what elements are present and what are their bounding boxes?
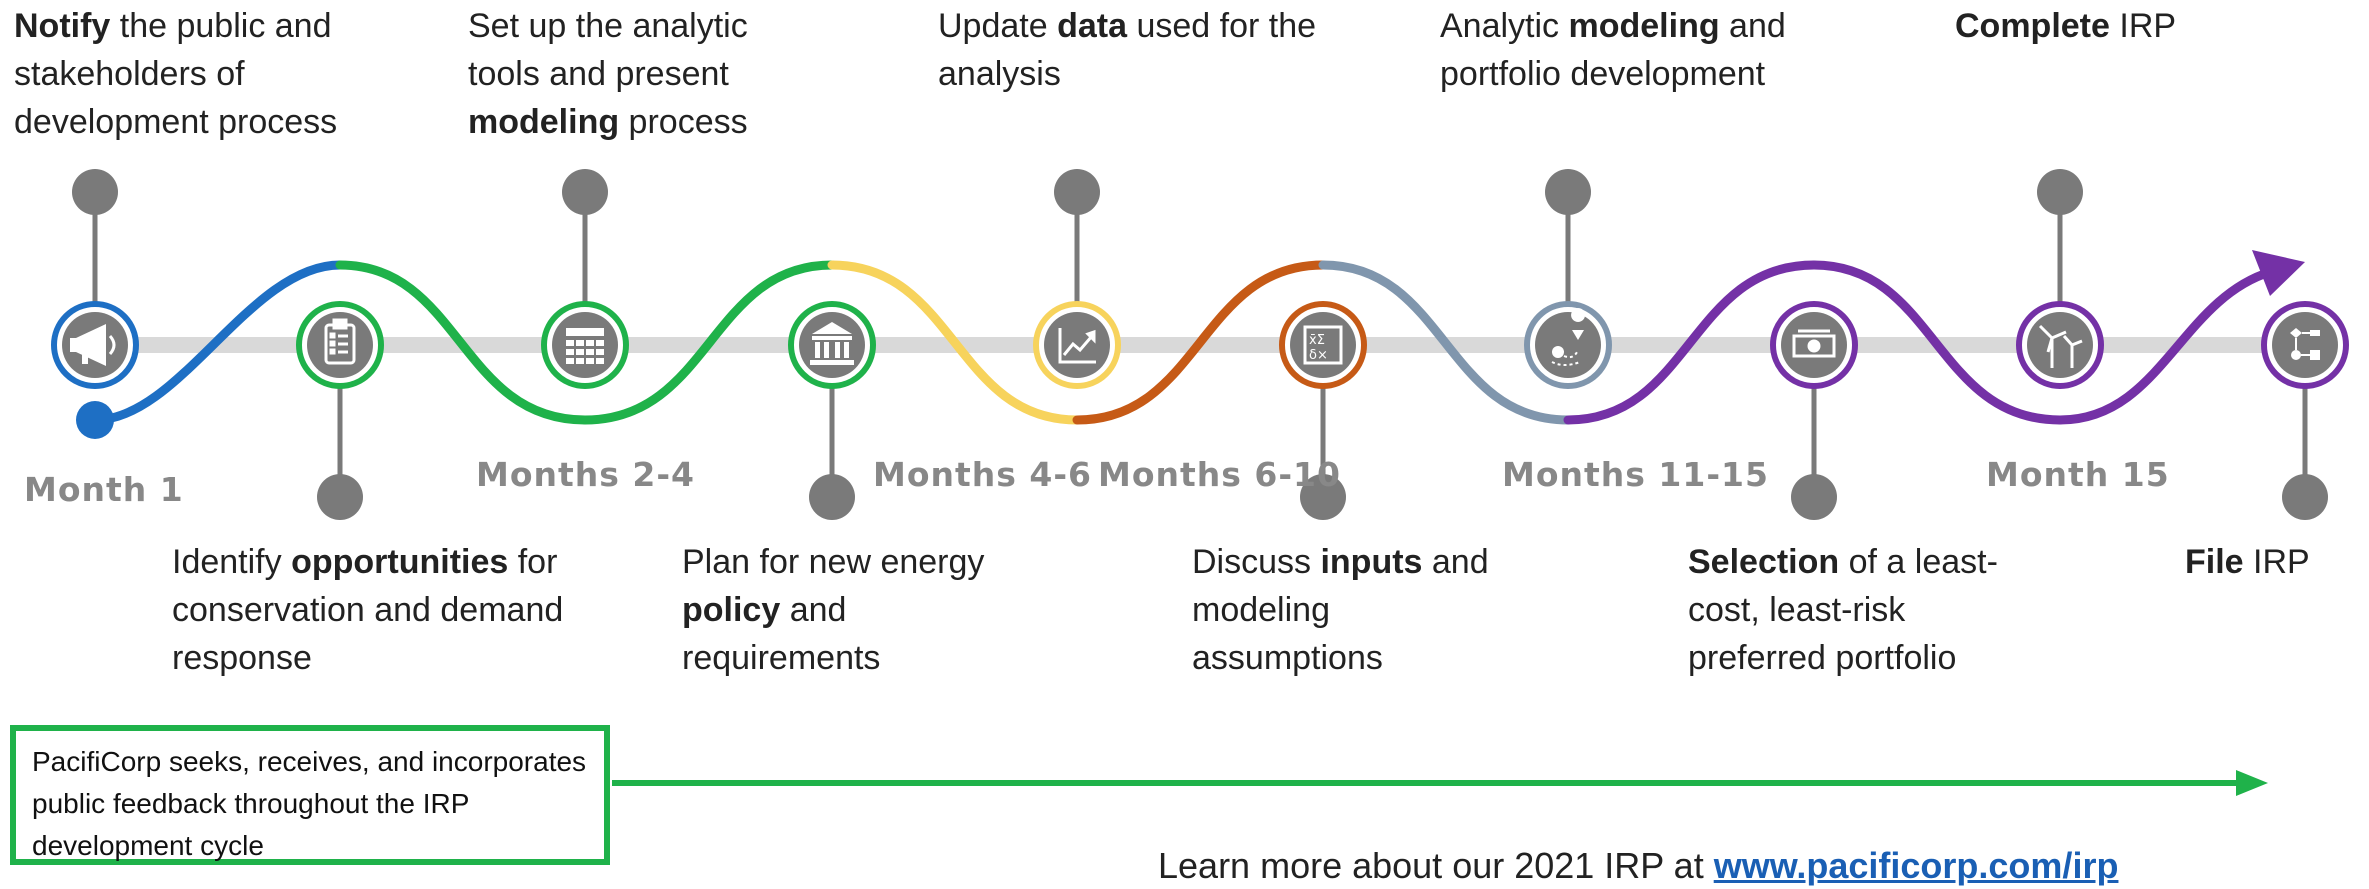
feedback-text: PacifiCorp seeks, receives, and incorpor… — [32, 746, 587, 861]
wave-purple-2 — [1809, 260, 2065, 425]
government-building-icon — [810, 322, 854, 365]
step-6-label: Discuss inputs and modeling assumptions — [1192, 543, 1489, 677]
step-10-label: File IRP — [2185, 543, 2310, 581]
node-7 — [1524, 301, 1612, 389]
svg-text:δ×: δ× — [1309, 348, 1328, 363]
node-5 — [1033, 301, 1121, 389]
node-4 — [788, 301, 876, 389]
wind-turbine-icon — [2038, 324, 2083, 368]
wave-purple-3 — [2055, 267, 2275, 425]
step-9-label: Complete IRP — [1955, 7, 2177, 45]
wave-blue — [90, 260, 345, 425]
node-3 — [541, 301, 629, 389]
wave-yellow — [827, 260, 1082, 425]
node-10 — [2261, 301, 2349, 389]
month-label-3: Months 4-6 — [873, 455, 1093, 494]
clipboard-icon — [324, 318, 356, 365]
wave-end-arrowhead — [2252, 250, 2305, 296]
math-formula-icon: x̄Σ δ× — [1303, 325, 1343, 365]
month-label-4: Months 6-10 — [1098, 455, 1341, 494]
wave-orange — [1072, 260, 1328, 425]
svg-text:x̄Σ: x̄Σ — [1309, 333, 1325, 348]
node-2 — [296, 301, 384, 389]
learn-more-text: Learn more about our 2021 IRP at www.pac… — [1158, 845, 2118, 887]
megaphone-icon — [70, 324, 116, 366]
wave-green-1 — [335, 260, 590, 425]
step-8-label: Selection of a least-cost, least-risk pr… — [1688, 543, 1998, 677]
step-2-label: Identify opportunities for conservation … — [172, 543, 564, 677]
wave-green-2 — [580, 260, 837, 425]
month-label-1: Month 1 — [24, 470, 184, 509]
feedback-arrowhead — [2236, 770, 2268, 796]
month-label-2: Months 2-4 — [476, 455, 696, 494]
wave-slate — [1318, 260, 1573, 425]
learn-more-prefix: Learn more about our 2021 IRP at — [1158, 845, 1714, 886]
node-1 — [51, 301, 139, 389]
step-7-label: Analytic modeling and portfolio developm… — [1440, 7, 1786, 93]
timeline-wave — [90, 260, 2275, 425]
month-label-6: Month 15 — [1986, 455, 2170, 494]
route-map-icon — [1551, 308, 1586, 366]
flowchart-icon — [2290, 328, 2320, 360]
month-label-5: Months 11-15 — [1502, 455, 1769, 494]
wave-start-dot — [76, 401, 114, 439]
step-4-label: Plan for new energy policy and requireme… — [682, 543, 985, 677]
step-1-label: Notify the public and stakeholders of de… — [14, 7, 338, 141]
node-8 — [1770, 301, 1858, 389]
money-icon — [1792, 329, 1836, 358]
timeline-pins — [72, 169, 2328, 520]
line-chart-icon — [1058, 328, 1096, 364]
calendar-icon — [566, 328, 604, 364]
irp-website-link[interactable]: www.pacificorp.com/irp — [1713, 845, 2119, 886]
step-3-label: Set up the analytic tools and present mo… — [468, 7, 748, 141]
node-6: x̄Σ δ× — [1279, 301, 1367, 389]
wave-purple-1 — [1563, 260, 1819, 425]
node-9 — [2016, 301, 2104, 389]
step-5-label: Update data used for the analysis — [938, 7, 1317, 93]
feedback-box: PacifiCorp seeks, receives, and incorpor… — [10, 725, 610, 865]
